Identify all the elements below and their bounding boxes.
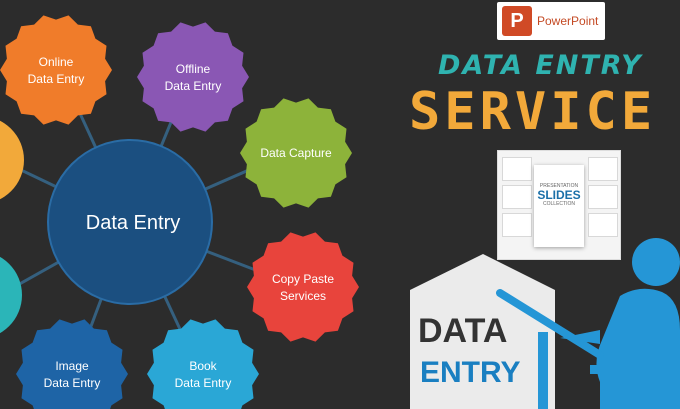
node-label-line2: Services	[280, 289, 326, 303]
thumbnail-page	[502, 213, 532, 237]
node-shape	[137, 22, 249, 132]
powerpoint-label: PowerPoint	[537, 14, 599, 28]
sign-stripe	[538, 332, 548, 409]
heading-line2: SERVICE	[409, 82, 657, 142]
thumbnail-page	[502, 185, 532, 209]
thumbnail-page	[502, 157, 532, 181]
person-figure	[496, 238, 680, 409]
center-node-label: Data Entry	[86, 212, 180, 234]
thumbnail-line2: SLIDES	[537, 188, 581, 202]
center-node	[47, 139, 213, 305]
powerpoint-logo-icon: P	[502, 6, 532, 36]
slides-thumbnail: PRESENTATION SLIDES COLLECTION	[497, 150, 621, 260]
node-label-line1: Offline	[176, 62, 211, 76]
thumbnail-page	[588, 157, 618, 181]
sign-line2: ENTRY	[420, 356, 521, 389]
node-label-line2: Data Entry	[165, 79, 222, 93]
node-shape	[147, 319, 259, 409]
thumbnail-line1: PRESENTATION	[539, 183, 579, 189]
node-label-line2: Data Entry	[28, 72, 85, 86]
node-label-line1: Online	[39, 55, 74, 69]
powerpoint-badge: P PowerPoint	[497, 2, 605, 40]
node-shape	[16, 319, 128, 409]
partial-node-left-bottom	[0, 256, 22, 334]
thumbnail-line3: COLLECTION	[543, 201, 575, 207]
thumbnail-page	[588, 185, 618, 209]
node-label-line1: Copy Paste	[272, 272, 334, 286]
node-shape	[0, 15, 112, 125]
diagram-node: Data Capture	[240, 98, 352, 208]
node-label-line1: Data Capture	[260, 146, 332, 160]
node-label-line2: Data Entry	[44, 376, 101, 390]
thumbnail-cover: PRESENTATION SLIDES COLLECTION	[534, 165, 584, 247]
data-entry-sign	[410, 254, 555, 409]
node-label-line2: Data Entry	[175, 376, 232, 390]
thumbnail-page	[588, 213, 618, 237]
partial-node-left-top	[0, 120, 24, 200]
node-label-line1: Book	[189, 359, 217, 373]
sign-line1: DATA	[418, 312, 507, 350]
node-shape	[247, 232, 359, 342]
node-label-line1: Image	[55, 359, 89, 373]
node-shape	[240, 98, 352, 208]
heading-line1: DATA ENTRY	[438, 50, 643, 81]
